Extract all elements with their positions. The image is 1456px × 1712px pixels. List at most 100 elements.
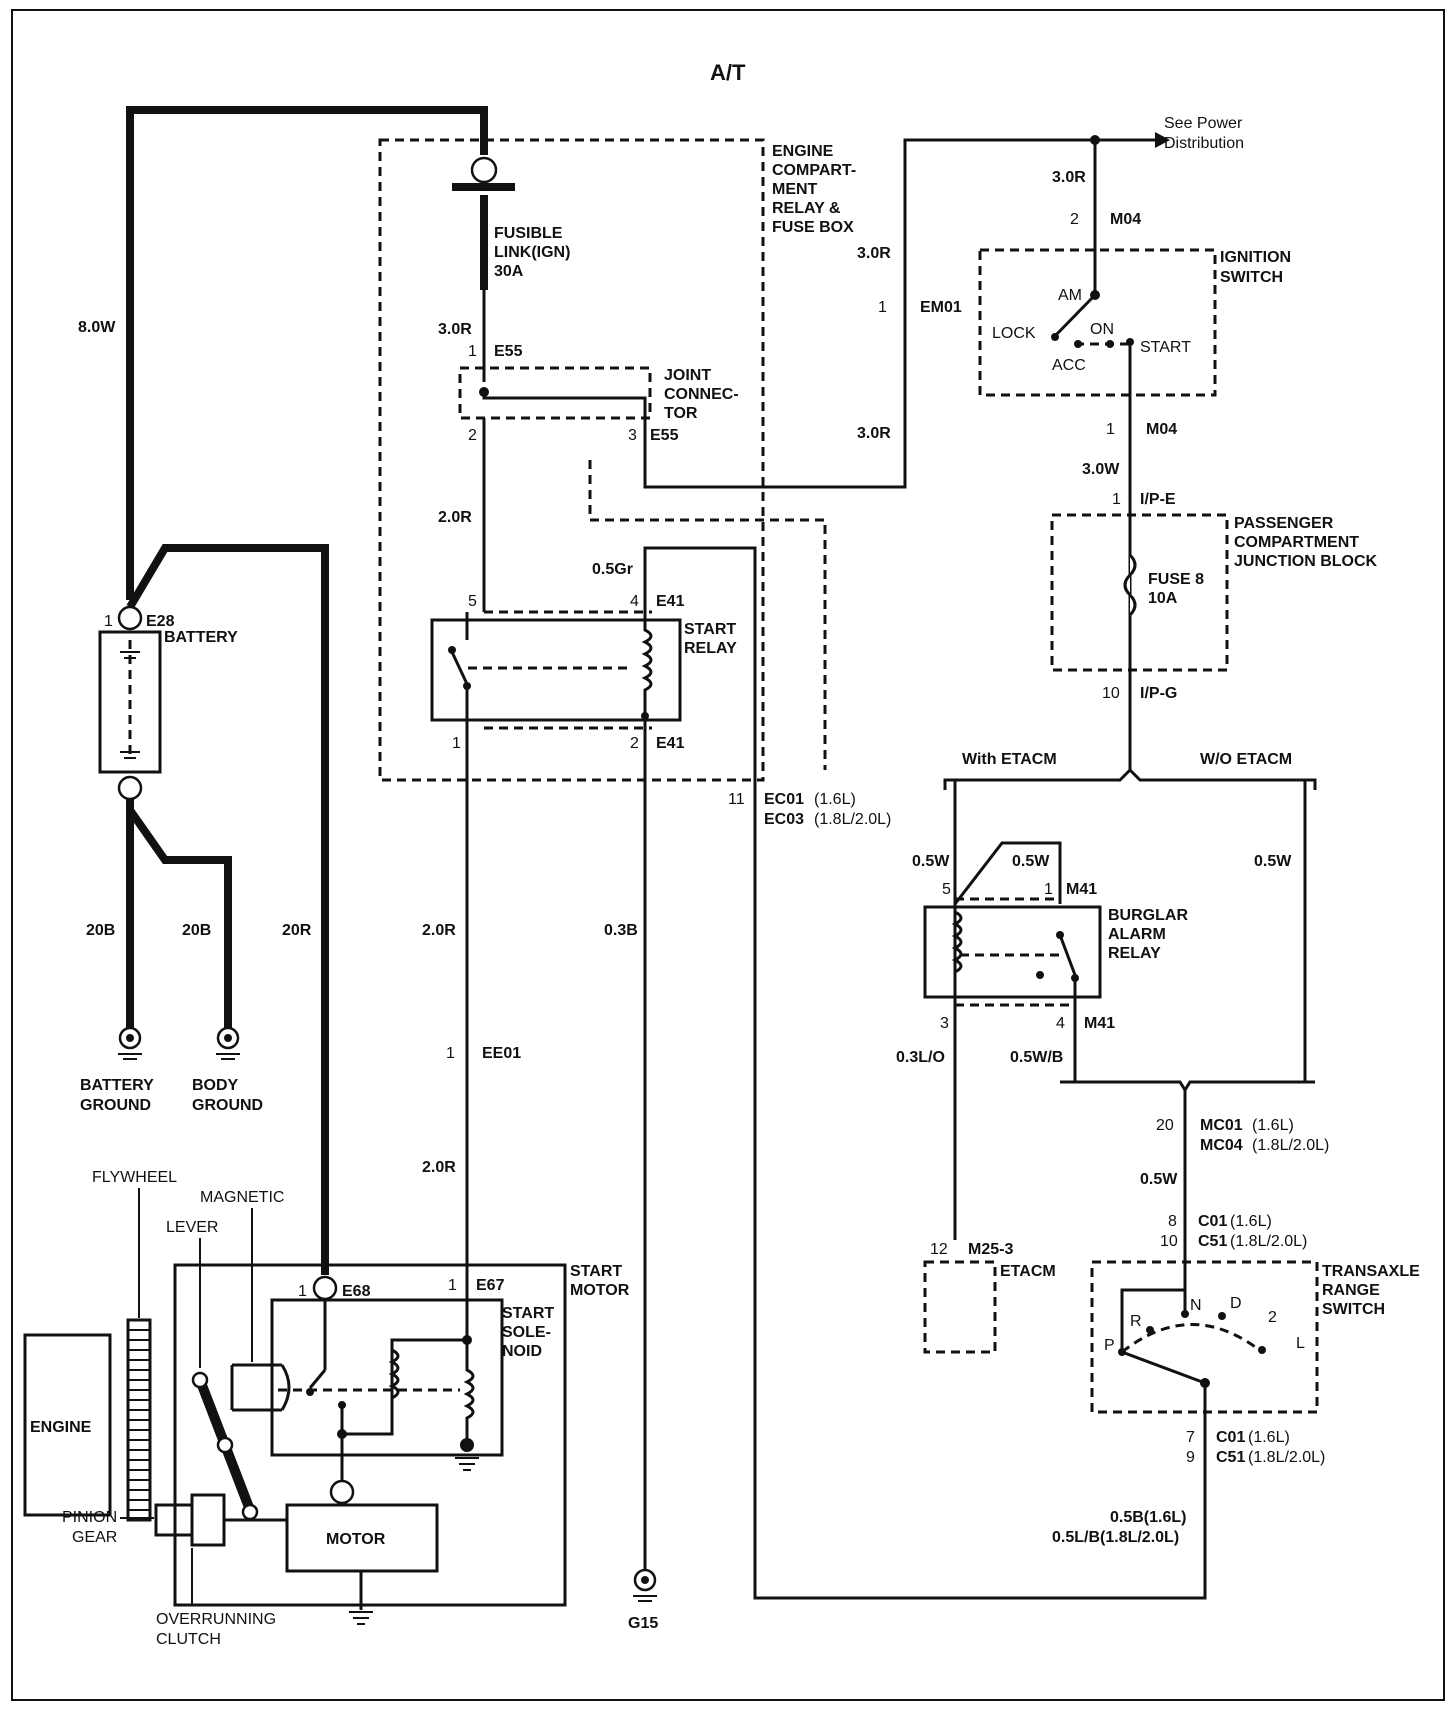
ec01-label: EC01 <box>764 791 804 808</box>
m41-label-top: M41 <box>1066 881 1097 898</box>
c51-top-spec: (1.8L/2.0L) <box>1230 1233 1307 1250</box>
body-ground-label: BODY GROUND <box>192 1077 263 1114</box>
c01-top-label: C01 <box>1198 1213 1227 1230</box>
c51-top-label: C51 <box>1198 1233 1227 1250</box>
diagram-title: A/T <box>710 60 746 85</box>
ec03-spec: (1.8L/2.0L) <box>814 811 891 828</box>
wire-label-20r: 20R <box>282 922 312 939</box>
svg-text:RELAY: RELAY <box>684 640 737 657</box>
svg-text:START: START <box>502 1305 554 1322</box>
svg-text:See Power: See Power <box>1164 115 1243 132</box>
m04-pin2: 2 <box>1070 211 1079 228</box>
svg-text:JUNCTION BLOCK: JUNCTION BLOCK <box>1234 553 1378 570</box>
svg-text:ENGINE: ENGINE <box>772 143 834 160</box>
svg-text:GROUND: GROUND <box>80 1097 151 1114</box>
engine-label: ENGINE <box>30 1419 92 1436</box>
joint-bus <box>482 392 647 418</box>
m41-pin3: 3 <box>940 1015 949 1032</box>
svg-text:TRANSAXLE: TRANSAXLE <box>1322 1263 1420 1280</box>
m25-pin: 12 <box>930 1241 948 1258</box>
e41-pin2: 2 <box>630 735 639 752</box>
lever-label: LEVER <box>166 1219 218 1236</box>
ign-am: AM <box>1058 287 1082 304</box>
wire-label-0-5w-b: 0.5W <box>1012 853 1050 870</box>
battery-ground-icon <box>118 1026 142 1060</box>
wire-label-0-5w-c: 0.5W <box>1254 853 1292 870</box>
passenger-junction-label: PASSENGER COMPARTMENT JUNCTION BLOCK <box>1234 515 1378 570</box>
start-relay-label: START RELAY <box>684 621 737 657</box>
start-solenoid-body <box>270 1298 504 1457</box>
ign-acc: ACC <box>1052 357 1086 374</box>
svg-text:COMPARTMENT: COMPARTMENT <box>1234 534 1359 551</box>
plunger-icon <box>230 1363 282 1412</box>
wire-label-20b-b: 20B <box>182 922 211 939</box>
e67-label: E67 <box>476 1277 505 1294</box>
wire-label-0-5w-a: 0.5W <box>912 853 950 870</box>
wire-20b-body <box>126 807 232 1030</box>
joint-connector-outline <box>458 366 652 420</box>
range-d: D <box>1230 1295 1242 1312</box>
c01-bot-spec: (1.6L) <box>1248 1429 1290 1446</box>
svg-text:PINION: PINION <box>62 1509 117 1526</box>
etacm-label: ETACM <box>1000 1263 1056 1280</box>
pull-in-coil <box>388 1348 400 1400</box>
svg-text:CLUTCH: CLUTCH <box>156 1631 221 1648</box>
relay-coil <box>641 612 653 735</box>
svg-text:SWITCH: SWITCH <box>1220 269 1283 286</box>
magnetic-label: MAGNETIC <box>200 1189 284 1206</box>
ee01-label: EE01 <box>482 1045 521 1062</box>
engine-fuse-box-label: ENGINE COMPART- MENT RELAY & FUSE BOX <box>772 143 856 236</box>
svg-text:FUSIBLE: FUSIBLE <box>494 225 563 242</box>
wire-label-bottom-b: 0.5L/B(1.8L/2.0L) <box>1052 1529 1179 1546</box>
transaxle-switch-label: TRANSAXLE RANGE SWITCH <box>1322 1263 1420 1318</box>
wire-label-0-5wb: 0.5W/B <box>1010 1049 1063 1066</box>
wire-label-20b-a: 20B <box>86 922 115 939</box>
svg-text:FUSE 8: FUSE 8 <box>1148 571 1204 588</box>
battery-ground-label: BATTERY GROUND <box>80 1077 154 1114</box>
wire-label-2-0r-a: 2.0R <box>438 509 472 526</box>
svg-text:TOR: TOR <box>664 405 698 422</box>
c01-top-pin: 8 <box>1168 1213 1177 1230</box>
svg-text:RELAY &: RELAY & <box>772 200 841 217</box>
wire-label-2-0r-b: 2.0R <box>422 922 456 939</box>
c01-bot-pin: 7 <box>1186 1429 1195 1446</box>
e41-pin5: 5 <box>468 593 477 610</box>
power-arrow <box>1155 132 1170 148</box>
g15-label: G15 <box>628 1615 658 1632</box>
svg-text:MOTOR: MOTOR <box>570 1282 630 1299</box>
e41-pin1: 1 <box>452 735 461 752</box>
wire-label-3-0r-em2: 3.0R <box>857 425 891 442</box>
e68-pin: 1 <box>298 1283 307 1300</box>
m04-pin1: 1 <box>1106 421 1115 438</box>
e55-pin3: 3 <box>628 427 637 444</box>
c51-top-pin: 10 <box>1160 1233 1178 1250</box>
wo-etacm-label: W/O ETACM <box>1200 751 1292 768</box>
svg-text:RELAY: RELAY <box>1108 945 1161 962</box>
ee01-pin: 1 <box>446 1045 455 1062</box>
power-distribution-note: See Power Distribution <box>1164 115 1244 152</box>
etacm-outline <box>923 1260 997 1354</box>
engine-box-extension <box>588 460 827 770</box>
burglar-relay-switch <box>1058 934 1077 976</box>
merge-bus <box>1060 1080 1315 1093</box>
c51-bot-pin: 9 <box>1186 1449 1195 1466</box>
joint-connector-label: JOINT CONNEC- TOR <box>664 367 739 422</box>
range-r: R <box>1130 1313 1142 1330</box>
wire-label-2-0r-c: 2.0R <box>422 1159 456 1176</box>
engine-fuse-box-outline <box>378 138 765 782</box>
svg-text:JOINT: JOINT <box>664 367 711 384</box>
motor-label: MOTOR <box>326 1531 386 1548</box>
c01-top-spec: (1.6L) <box>1230 1213 1272 1230</box>
range-selector <box>1121 1350 1206 1385</box>
ec01-spec: (1.6L) <box>814 791 856 808</box>
svg-text:10A: 10A <box>1148 590 1178 607</box>
m25-label: M25-3 <box>968 1241 1013 1258</box>
battery-label: BATTERY <box>164 629 238 646</box>
svg-text:LINK(IGN): LINK(IGN) <box>494 244 570 261</box>
wire-label-3-0r-top: 3.0R <box>1052 169 1086 186</box>
wire-20r <box>126 544 329 1275</box>
engine-body <box>23 1333 112 1517</box>
mc01-spec: (1.6L) <box>1252 1117 1294 1134</box>
wire-label-3-0r-a: 3.0R <box>438 321 472 338</box>
